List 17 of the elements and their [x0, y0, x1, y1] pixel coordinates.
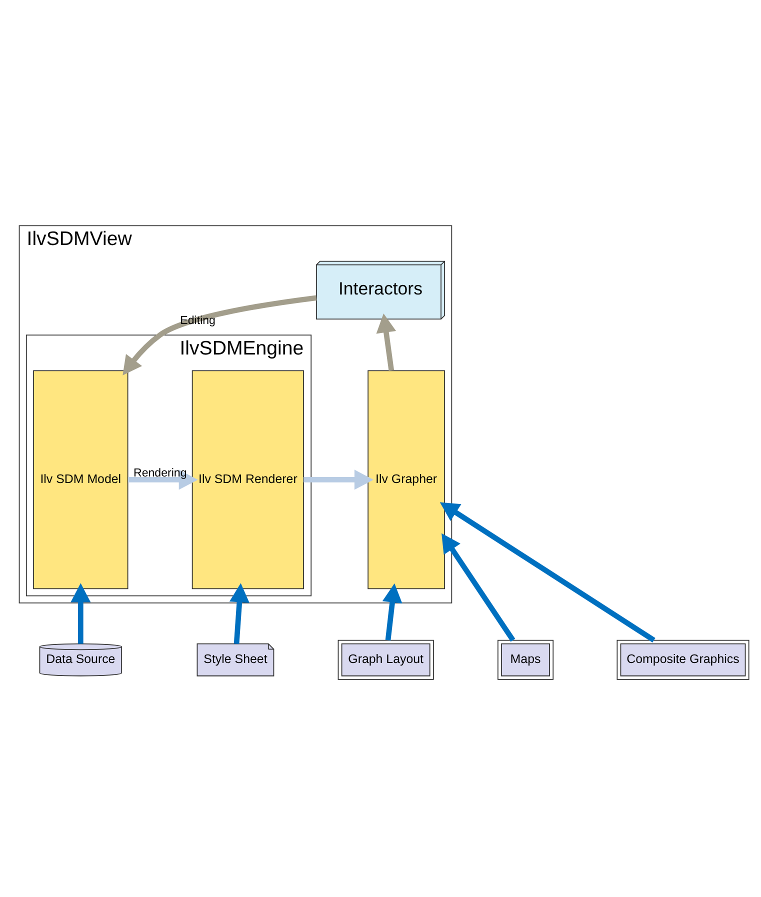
arrow — [376, 312, 396, 371]
node-box: Ilv Grapher — [368, 370, 445, 589]
arrow — [122, 294, 317, 375]
node-box: Maps — [498, 639, 554, 680]
arrow — [382, 582, 402, 640]
arrow — [70, 582, 91, 644]
edge-label: Editing — [180, 314, 216, 326]
node-box: Graph Layout — [338, 639, 434, 680]
arrow — [128, 469, 198, 490]
node-box: Ilv SDM Model — [33, 370, 128, 589]
arrow — [304, 469, 374, 490]
edge-label: Rendering — [134, 466, 187, 479]
arrow — [442, 532, 516, 642]
node-box: Ilv SDM Renderer — [192, 370, 304, 589]
arrow — [229, 582, 250, 644]
arrow — [440, 502, 656, 642]
node-box: Composite Graphics — [616, 639, 750, 680]
